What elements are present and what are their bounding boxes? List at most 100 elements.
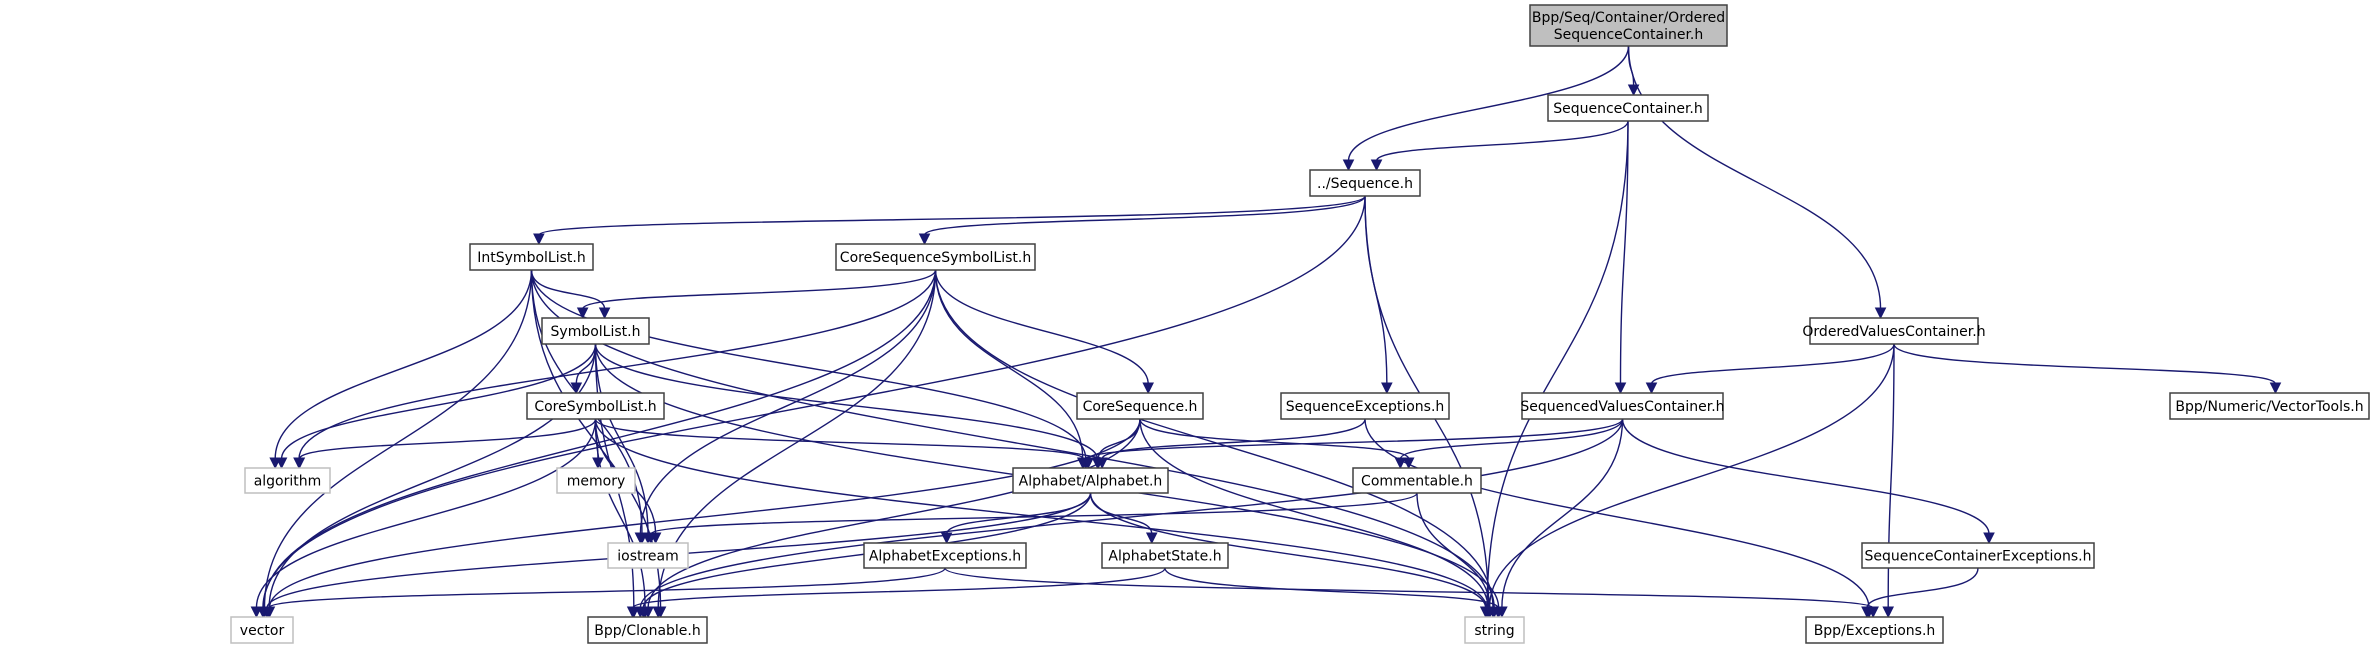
arrowhead-intsym-to-symlist xyxy=(598,307,611,320)
node-box xyxy=(835,243,1036,271)
node-label: SequenceContainer.h xyxy=(1553,101,1703,117)
arrowhead-coresym-to-vector xyxy=(250,606,263,619)
node-box xyxy=(541,317,650,345)
node-label: IntSymbolList.h xyxy=(477,250,585,266)
edge-sequence-to-coreseqsym xyxy=(923,195,1366,236)
node-commentable[interactable]: Commentable.h xyxy=(1352,467,1482,494)
arrowhead-coreseqsym-to-symlist xyxy=(576,307,589,320)
node-label: iostream xyxy=(617,549,679,565)
edge-commentable-to-string xyxy=(1416,492,1491,609)
edge-symlist-to-iostream xyxy=(594,343,649,535)
node-label: memory xyxy=(567,474,626,490)
edge-coreseq-to-vector xyxy=(268,418,1141,609)
node-label: algorithm xyxy=(254,474,322,490)
arrowhead-seqcont-to-sequence xyxy=(1370,159,1383,172)
node-intsym[interactable]: IntSymbolList.h xyxy=(469,243,594,271)
node-box xyxy=(1352,467,1482,494)
edge-alphexc-to-exceptions xyxy=(944,567,1874,609)
node-coreseq[interactable]: CoreSequence.h xyxy=(1076,392,1204,420)
node-label: ../Sequence.h xyxy=(1317,176,1413,192)
edge-coresym-to-algorithm xyxy=(298,418,597,460)
arrowhead-seqcont-to-svc xyxy=(1614,382,1627,395)
edge-intsym-to-symlist xyxy=(530,269,606,310)
arrowhead-symlist-to-algorithm xyxy=(275,457,288,470)
edge-symlist-to-algorithm xyxy=(280,343,597,460)
node-box xyxy=(2169,392,2370,420)
arrowhead-coreseqsym-to-clonable xyxy=(652,606,665,619)
node-box xyxy=(1861,542,2095,569)
node-label: CoreSymbolList.h xyxy=(534,399,656,415)
arrowhead-coreseqsym-to-iostream xyxy=(634,532,647,545)
edge-svc-to-string xyxy=(1501,418,1624,609)
edge-svc-to-clonable xyxy=(639,418,1624,609)
edge-intsym-to-algorithm xyxy=(274,269,533,460)
arrowhead-root-to-ovc xyxy=(1874,307,1887,320)
node-seqcont[interactable]: SequenceContainer.h xyxy=(1547,94,1709,122)
node-algorithm: algorithm xyxy=(244,467,331,494)
node-coreseqsym[interactable]: CoreSequenceSymbolList.h xyxy=(835,243,1036,271)
arrowhead-commentable-to-string xyxy=(1483,606,1496,619)
arrowhead-coresym-to-algorithm xyxy=(293,457,306,470)
edge-coreseqsym-to-alphabet xyxy=(934,269,1084,460)
edge-coreseq-to-string xyxy=(1139,418,1489,609)
arrowhead-ovc-to-svc xyxy=(1645,382,1658,395)
node-box xyxy=(1529,4,1728,47)
node-svc[interactable]: SequencedValuesContainer.h xyxy=(1520,392,1725,420)
node-box xyxy=(1012,467,1169,494)
edge-sce-to-exceptions xyxy=(1866,567,1979,609)
node-label: Bpp/Numeric/VectorTools.h xyxy=(2175,399,2363,415)
node-memory: memory xyxy=(556,467,636,494)
arrowhead-alphabet-to-clonable xyxy=(637,606,650,619)
edge-coresym-to-alphabet xyxy=(594,418,1085,460)
node-box xyxy=(587,616,708,644)
edge-coreseqsym-to-string xyxy=(934,269,1494,609)
edge-root-to-ovc xyxy=(1627,45,1882,310)
arrowhead-alphabet-to-alphexc xyxy=(940,532,953,545)
node-symlist[interactable]: SymbolList.h xyxy=(541,317,650,345)
arrowhead-alphexc-to-vector xyxy=(262,606,275,619)
node-vectortools[interactable]: Bpp/Numeric/VectorTools.h xyxy=(2169,392,2370,420)
node-label: SequenceContainerExceptions.h xyxy=(1865,549,2092,565)
arrowhead-svc-to-sce xyxy=(1983,532,1995,545)
node-label: Bpp/Clonable.h xyxy=(594,623,701,639)
node-box xyxy=(469,243,594,271)
node-sequence[interactable]: ../Sequence.h xyxy=(1309,169,1421,197)
node-alphstate[interactable]: AlphabetState.h xyxy=(1101,542,1229,569)
node-clonable[interactable]: Bpp/Clonable.h xyxy=(587,616,708,644)
node-box xyxy=(1805,616,1944,644)
node-label: CoreSequence.h xyxy=(1083,399,1198,415)
node-label: CoreSequenceSymbolList.h xyxy=(840,250,1031,266)
node-alphabet[interactable]: Alphabet/Alphabet.h xyxy=(1012,467,1169,494)
edge-svc-to-commentable xyxy=(1399,418,1624,460)
node-box xyxy=(863,542,1027,569)
node-root[interactable]: Bpp/Seq/Container/OrderedSequenceContain… xyxy=(1529,4,1728,47)
edge-intsym-to-vector xyxy=(263,269,533,609)
node-exceptions[interactable]: Bpp/Exceptions.h xyxy=(1805,616,1944,644)
node-seqexc[interactable]: SequenceExceptions.h xyxy=(1280,392,1450,420)
node-label: SequenceContainer.h xyxy=(1554,27,1704,43)
node-label: Commentable.h xyxy=(1361,474,1473,490)
node-box xyxy=(526,392,665,420)
node-box xyxy=(1076,392,1204,420)
node-label: SequencedValuesContainer.h xyxy=(1520,399,1724,415)
node-box xyxy=(1280,392,1450,420)
node-alphexc[interactable]: AlphabetExceptions.h xyxy=(863,542,1027,569)
arrowhead-sce-to-exceptions xyxy=(1861,606,1873,619)
edge-alphexc-to-vector xyxy=(267,567,946,609)
node-box xyxy=(244,467,331,494)
edge-coreseqsym-to-symlist xyxy=(581,269,937,310)
edge-ovc-to-svc xyxy=(1650,343,1895,385)
node-coresym[interactable]: CoreSymbolList.h xyxy=(526,392,665,420)
node-sce[interactable]: SequenceContainerExceptions.h xyxy=(1861,542,2095,569)
node-label: AlphabetState.h xyxy=(1108,549,1221,565)
node-box xyxy=(1464,616,1525,644)
arrowhead-coreseqsym-to-coreseq xyxy=(1142,382,1154,395)
edge-coreseqsym-to-iostream xyxy=(639,269,937,535)
edge-sequence-to-intsym xyxy=(538,195,1366,236)
arrowhead-root-to-sequence xyxy=(1342,159,1355,172)
arrowhead-ovc-to-exceptions xyxy=(1882,606,1895,619)
node-ovc[interactable]: OrderedValuesContainer.h xyxy=(1802,317,1986,345)
arrowhead-seqexc-to-alphabet xyxy=(1096,457,1108,470)
arrowhead-coresym-to-memory xyxy=(592,457,604,470)
